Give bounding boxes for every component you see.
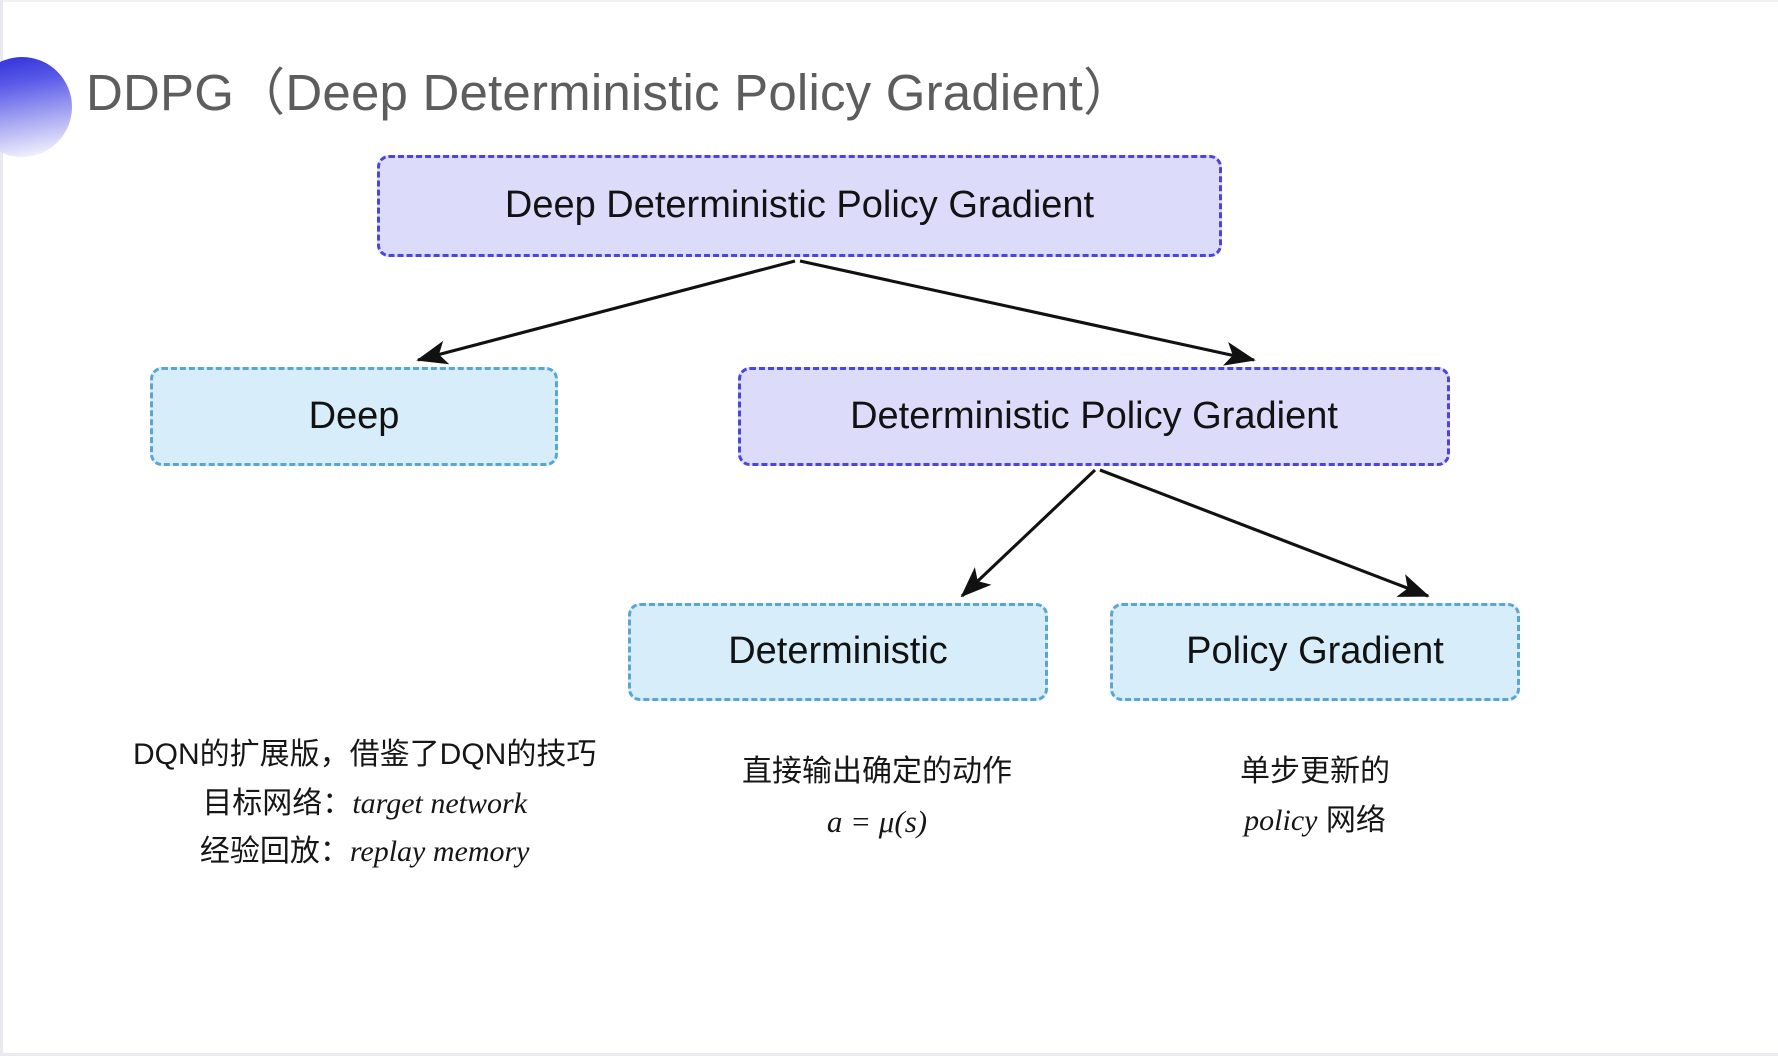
annotation-deep-line2: 目标网络：target network xyxy=(133,780,596,829)
annotation-policy-gradient: 单步更新的 policy 网络 xyxy=(1240,748,1390,845)
annotation-deterministic: 直接输出确定的动作 a = μ(s) xyxy=(740,748,1014,847)
node-label: Deterministic xyxy=(728,630,948,673)
node-label: Deep xyxy=(308,394,400,437)
node-deep-deterministic-policy-gradient[interactable]: Deep Deterministic Policy Gradient xyxy=(377,155,1222,257)
annotation-deep-line2-label: 目标网络： xyxy=(202,786,353,820)
annotation-deep-line1: DQN的扩展版，借鉴了DQN的技巧 xyxy=(133,738,597,771)
annotation-policy-gradient-line1: 单步更新的 xyxy=(1240,755,1390,788)
slide-bottom-border xyxy=(0,1053,1778,1056)
annotation-policy-gradient-line2: policy 网络 xyxy=(1240,797,1390,846)
node-label: Policy Gradient xyxy=(1186,630,1444,673)
annotation-policy-gradient-term: policy xyxy=(1244,803,1318,837)
arrow-root-to-dpg xyxy=(799,259,1256,366)
page-title: DDPG（Deep Deterministic Policy Gradient） xyxy=(86,64,1135,121)
annotation-deep-line2-term: target network xyxy=(352,786,528,820)
arrow-dpg-to-policy-gradient xyxy=(1099,468,1430,598)
annotation-deterministic-formula: a = μ(s) xyxy=(826,803,928,839)
arrow-dpg-to-deterministic xyxy=(960,468,1097,598)
annotation-deep: DQN的扩展版，借鉴了DQN的技巧 目标网络：target network 经验… xyxy=(133,731,596,877)
node-label: Deterministic Policy Gradient xyxy=(850,394,1338,437)
node-deep[interactable]: Deep xyxy=(150,367,558,466)
annotation-deep-line3-label: 经验回放： xyxy=(199,835,350,869)
node-policy-gradient[interactable]: Policy Gradient xyxy=(1110,603,1520,701)
annotation-deterministic-line1: 直接输出确定的动作 xyxy=(742,755,1012,788)
slide-left-border xyxy=(0,0,3,1056)
arrow-root-to-deep xyxy=(416,259,796,365)
annotation-deep-line3: 经验回放：replay memory xyxy=(133,828,596,877)
slide-top-border xyxy=(0,0,1778,2)
node-deterministic[interactable]: Deterministic xyxy=(628,603,1048,701)
title-gradient-circle-icon xyxy=(0,57,72,157)
annotation-policy-gradient-suffix: 网络 xyxy=(1317,803,1386,837)
node-deterministic-policy-gradient[interactable]: Deterministic Policy Gradient xyxy=(738,367,1450,466)
annotation-deep-line3-term: replay memory xyxy=(349,835,530,869)
node-label: Deep Deterministic Policy Gradient xyxy=(504,184,1095,227)
